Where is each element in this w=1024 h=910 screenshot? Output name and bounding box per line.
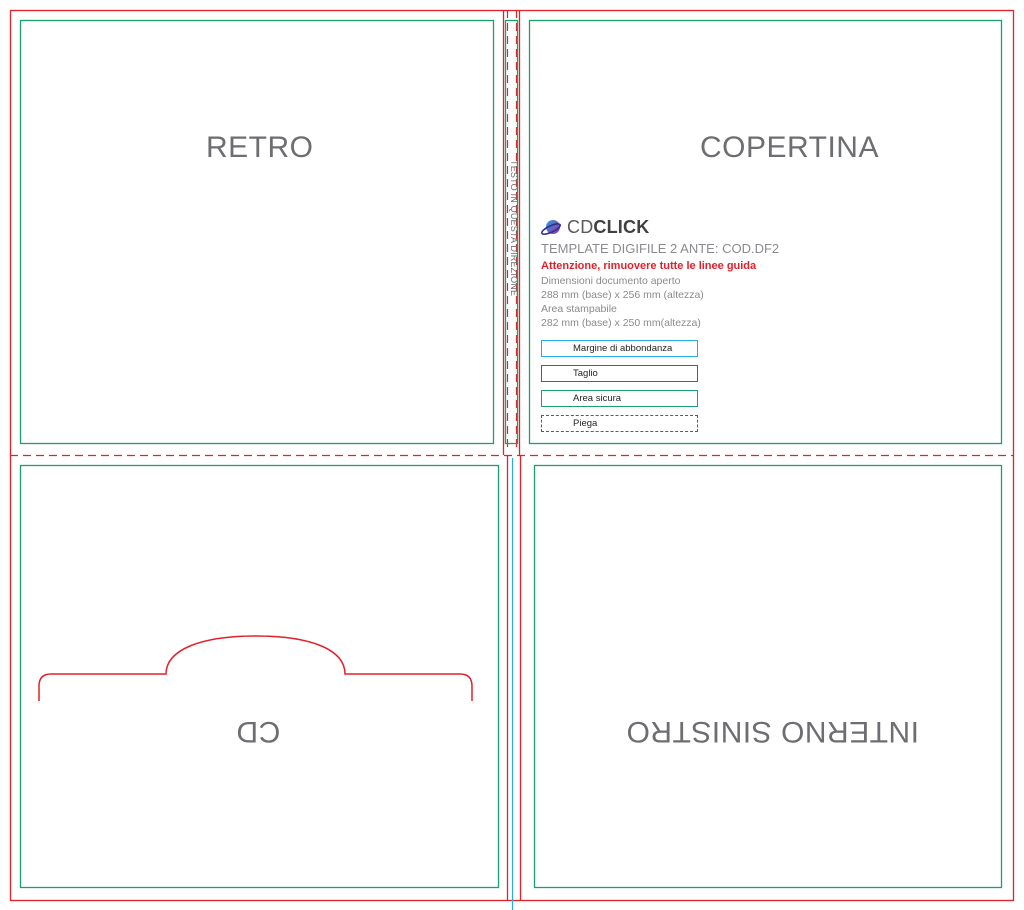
cd-slot-diecut	[38, 635, 473, 701]
planet-logo-icon	[541, 220, 561, 235]
safe-area-copertina	[528, 19, 1003, 445]
panel-title-interno-sinistro: INTERNO SINISTRO	[626, 715, 920, 748]
info-line: Area stampabile	[541, 303, 617, 315]
safe-area-spine	[504, 19, 519, 445]
legend-safe-area: Area sicura	[541, 390, 698, 407]
panel-title-copertina: COPERTINA	[700, 131, 879, 164]
safe-area-cd	[19, 464, 500, 889]
safe-area-interno	[533, 464, 1003, 889]
legend-bleed: Margine di abbondanza	[541, 340, 698, 357]
cdclick-logo: CDCLICK	[541, 214, 781, 240]
legend-cut: Taglio	[541, 365, 698, 382]
template-info: CDCLICK TEMPLATE DIGIFILE 2 ANTE: COD.DF…	[541, 214, 781, 330]
panel-title-cd: CD	[236, 715, 281, 748]
logo-text-light: CD	[567, 216, 594, 237]
warning-text: Attenzione, rimuovere tutte le linee gui…	[541, 260, 757, 272]
info-line: 288 mm (base) x 256 mm (altezza)	[541, 289, 704, 301]
info-line: Dimensioni documento aperto	[541, 275, 681, 287]
panel-title-retro: RETRO	[206, 131, 314, 164]
legend-fold: Piega	[541, 415, 698, 432]
template-code: TEMPLATE DIGIFILE 2 ANTE: COD.DF2	[541, 241, 780, 256]
info-line: 282 mm (base) x 250 mm(altezza)	[541, 317, 701, 329]
logo-text-bold: CLICK	[593, 216, 650, 237]
spine-direction-text: TESTO IN QUESTA DIREZIONE	[509, 160, 519, 297]
safe-area-retro	[19, 19, 495, 445]
